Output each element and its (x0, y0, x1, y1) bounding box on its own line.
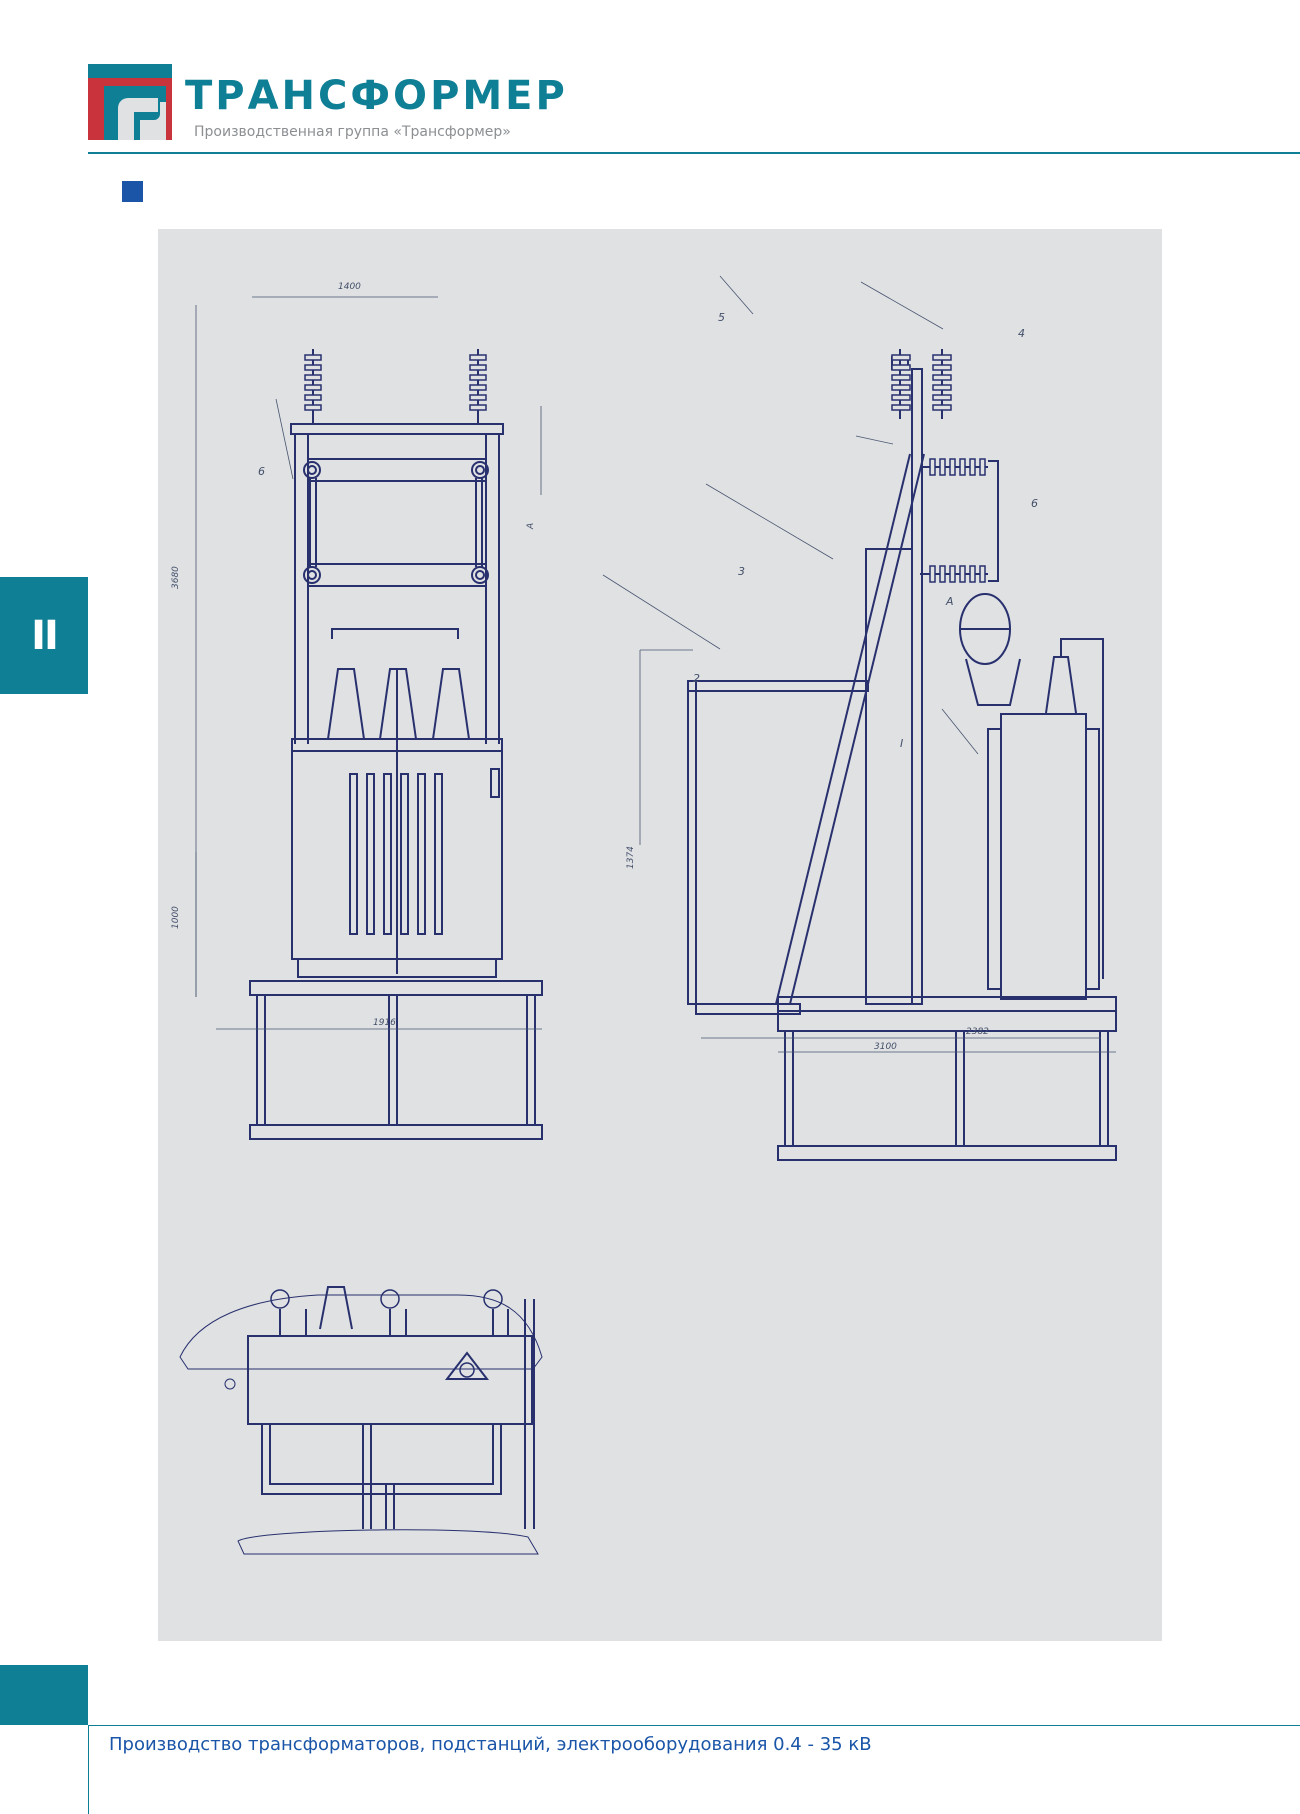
footer-caption: Производство трансформаторов, подстанций… (109, 1734, 872, 1755)
dim-side-base-width: 2382 (966, 1027, 989, 1037)
brand-name: ТРАНСФОРМЕР (185, 73, 568, 119)
dim-side-total-width: 3100 (874, 1042, 897, 1052)
brand-subtitle: Производственная группа «Трансформер» (194, 124, 511, 140)
section-marker: I (900, 737, 903, 750)
technical-drawing: 1400 3680 1000 1916 A 1374 2382 3100 1 2… (158, 229, 1162, 1641)
dim-bracket: A (526, 523, 536, 530)
dim-top-width: 1400 (338, 282, 361, 292)
section-bullet (122, 181, 143, 202)
callout-5: 5 (718, 311, 725, 324)
dim-total-height: 3680 (171, 566, 181, 589)
dim-base-height: 1000 (171, 906, 181, 929)
footer-divider (88, 1725, 1300, 1726)
section-tab (0, 577, 88, 694)
footer-tab (0, 1665, 88, 1725)
callout-4: 4 (1018, 327, 1025, 340)
dim-side-height: 1374 (626, 846, 636, 869)
footer-vertical-rule (88, 1725, 89, 1814)
section-tab-label: II (31, 612, 59, 659)
callout-6-side: 6 (1031, 497, 1038, 510)
header-divider (88, 152, 1300, 154)
callout-6-front: 6 (258, 465, 265, 478)
callout-3: 3 (738, 565, 745, 578)
callout-2: 2 (693, 672, 700, 685)
drawing-canvas: 1400 3680 1000 1916 A 1374 2382 3100 1 2… (171, 275, 1117, 1555)
view-marker: A (945, 595, 954, 608)
company-logo (88, 64, 172, 140)
dim-base-width: 1916 (373, 1018, 396, 1028)
